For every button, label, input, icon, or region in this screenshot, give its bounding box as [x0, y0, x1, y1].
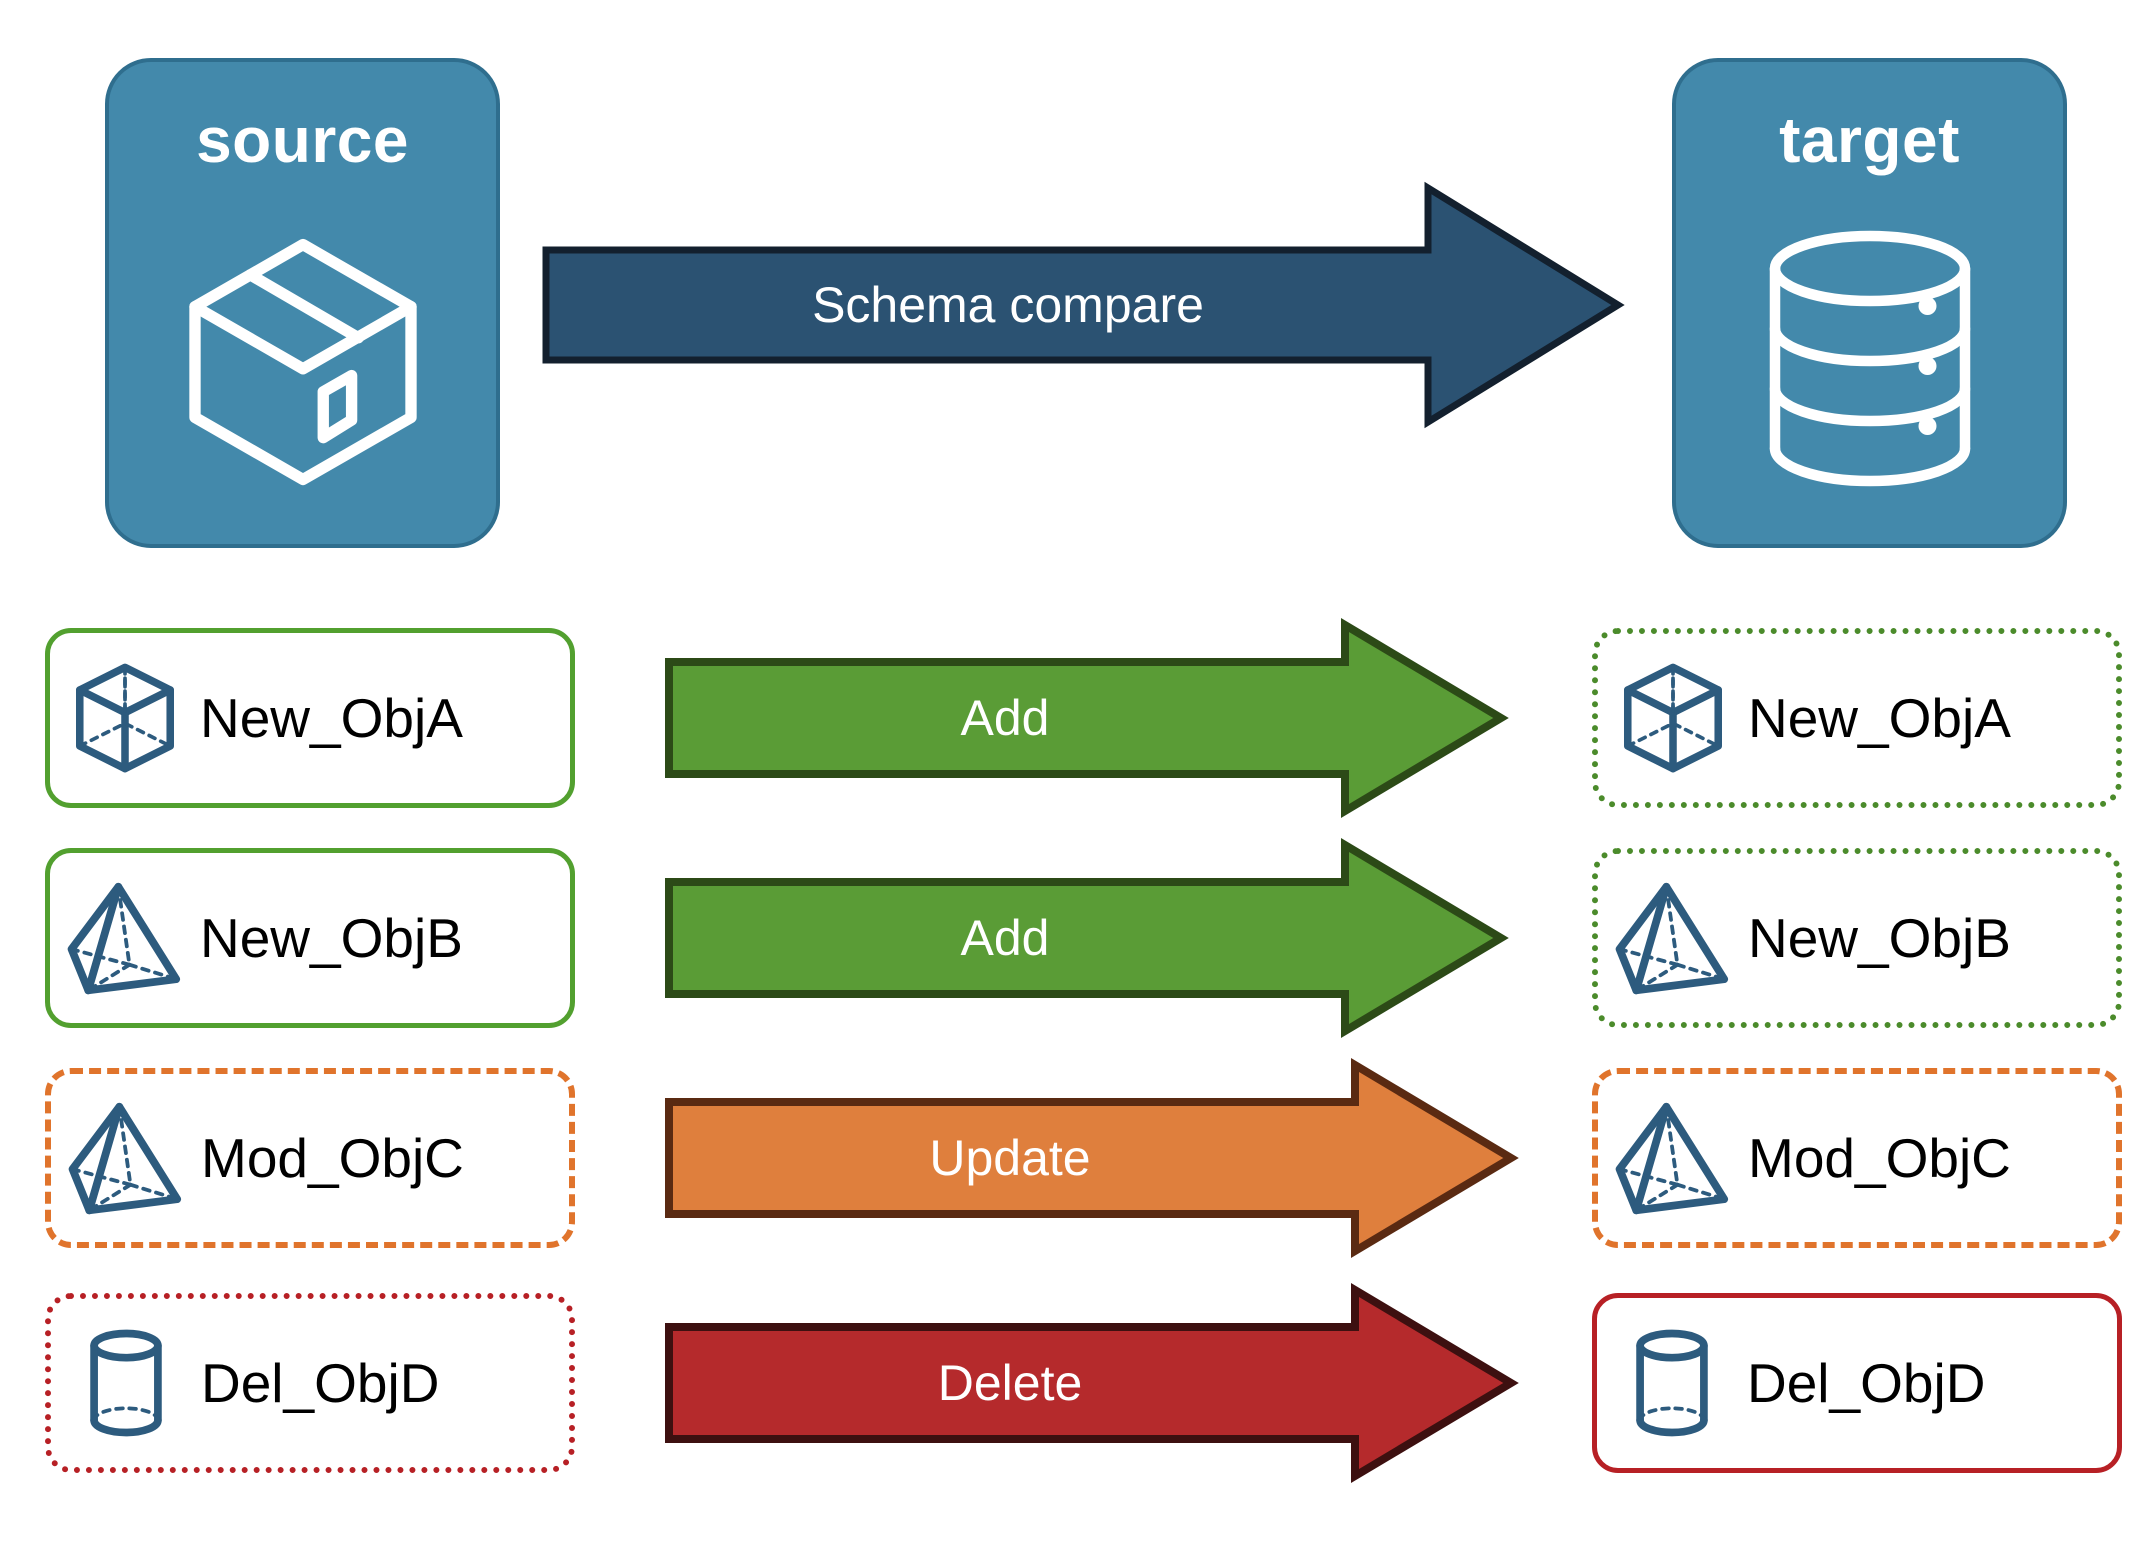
- target-object-card[interactable]: New_ObjA: [1592, 628, 2122, 808]
- cylinder-wireframe-icon: [1597, 1328, 1747, 1438]
- target-object-card[interactable]: New_ObjB: [1592, 848, 2122, 1028]
- target-object-label: New_ObjB: [1748, 907, 2011, 969]
- package-box-icon: [109, 172, 496, 544]
- source-label: source: [196, 104, 409, 176]
- database-cylinder-icon: [1676, 172, 2063, 544]
- source-object-label: New_ObjB: [200, 907, 463, 969]
- compare-row: Mod_ObjC Update: [0, 1057, 2150, 1259]
- compare-row: New_ObjA Add New_: [0, 617, 2150, 819]
- source-object-label: Mod_ObjC: [201, 1127, 464, 1189]
- compare-row: Del_ObjD Delete Del_ObjD: [0, 1282, 2150, 1484]
- pyramid-wireframe-icon: [51, 1100, 201, 1216]
- pyramid-wireframe-icon: [1598, 880, 1748, 996]
- source-object-card[interactable]: Mod_ObjC: [45, 1068, 575, 1248]
- schema-compare-arrow[interactable]: Schema compare: [542, 180, 1625, 430]
- action-arrow-delete[interactable]: Delete: [665, 1282, 1519, 1484]
- source-object-card[interactable]: New_ObjA: [45, 628, 575, 808]
- cube-wireframe-icon: [1598, 662, 1748, 774]
- target-object-card[interactable]: Mod_ObjC: [1592, 1068, 2122, 1248]
- target-object-label: Mod_ObjC: [1748, 1127, 2011, 1189]
- cube-wireframe-icon: [50, 662, 200, 774]
- pyramid-wireframe-icon: [1598, 1100, 1748, 1216]
- target-object-card[interactable]: Del_ObjD: [1592, 1293, 2122, 1473]
- target-object-label: Del_ObjD: [1747, 1352, 1986, 1414]
- cylinder-wireframe-icon: [51, 1328, 201, 1438]
- target-object-label: New_ObjA: [1748, 687, 2011, 749]
- pyramid-wireframe-icon: [50, 880, 200, 996]
- target-label: target: [1779, 104, 1960, 176]
- action-arrow-add[interactable]: Add: [665, 617, 1509, 819]
- source-object-card[interactable]: Del_ObjD: [45, 1293, 575, 1473]
- source-object-card[interactable]: New_ObjB: [45, 848, 575, 1028]
- source-object-label: Del_ObjD: [201, 1352, 440, 1414]
- compare-row: New_ObjB Add Ne: [0, 837, 2150, 1039]
- source-object-label: New_ObjA: [200, 687, 463, 749]
- target-endpoint-panel[interactable]: target: [1672, 58, 2067, 548]
- action-arrow-update[interactable]: Update: [665, 1057, 1519, 1259]
- action-arrow-add[interactable]: Add: [665, 837, 1509, 1039]
- source-endpoint-panel[interactable]: source: [105, 58, 500, 548]
